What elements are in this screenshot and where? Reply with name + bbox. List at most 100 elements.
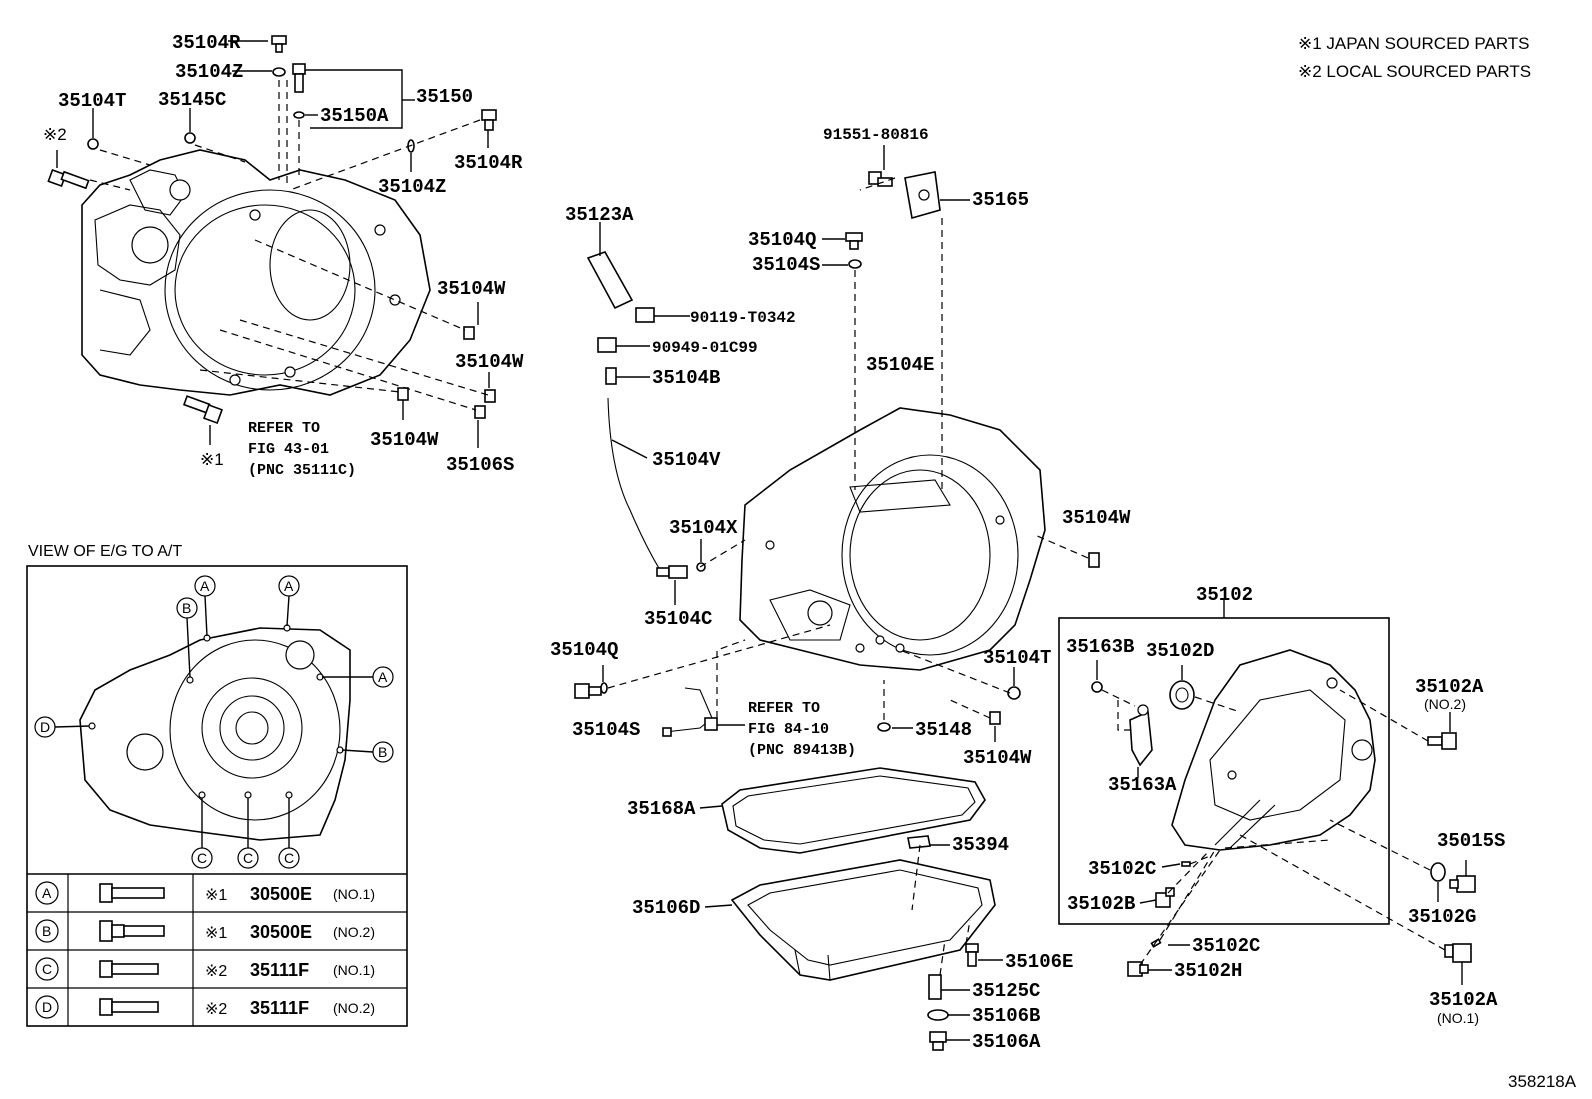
label-35148: 35148 xyxy=(915,719,972,741)
view-callout-c-2: C xyxy=(237,847,259,869)
label-35106d: 35106D xyxy=(632,897,700,919)
label-35104t-bottom: 35104T xyxy=(983,647,1051,669)
label-35102: 35102 xyxy=(1196,584,1253,606)
svg-text:(NO.1): (NO.1) xyxy=(333,962,375,978)
pin-35104w-e xyxy=(989,711,1001,725)
connector-90949 xyxy=(597,337,617,353)
svg-text:A: A xyxy=(378,669,388,685)
bolt-35102a-no1 xyxy=(1444,943,1472,963)
transaxle-housing-front xyxy=(81,149,431,396)
svg-text:B: B xyxy=(378,744,387,760)
svg-text:(NO.1): (NO.1) xyxy=(333,886,375,902)
plug-35150 xyxy=(292,63,306,93)
ref1-line1: REFER TO xyxy=(248,420,320,437)
label-35104e: 35104E xyxy=(866,354,934,376)
svg-text:30500E: 30500E xyxy=(250,922,312,942)
union-35104b xyxy=(605,367,617,385)
label-35106s: 35106S xyxy=(446,454,514,476)
ref2-line2: FIG 84-10 xyxy=(748,721,829,738)
gasket-35106b xyxy=(927,1009,949,1021)
view-callout-a-2: A xyxy=(278,575,300,597)
view-housing xyxy=(79,624,351,841)
ref1-line3: (PNC 35111C) xyxy=(248,462,356,479)
view-title: VIEW OF E/G TO A/T xyxy=(28,543,182,560)
label-90949-01c99: 90949-01C99 xyxy=(652,339,758,357)
magnet-35394 xyxy=(907,835,931,849)
ref1-line2: FIG 43-01 xyxy=(248,441,329,458)
svg-text:B: B xyxy=(42,923,51,939)
oring-35104t-top xyxy=(87,138,99,150)
label-35102d: 35102D xyxy=(1146,640,1214,662)
label-35104w-b: 35104W xyxy=(455,351,524,373)
speed-sensor-harness xyxy=(662,687,718,737)
label-35104c: 35104C xyxy=(644,608,712,630)
label-35104w-a: 35104W xyxy=(437,278,506,300)
label-35104s-top: 35104S xyxy=(752,254,820,276)
bolt-mark1-bottom xyxy=(182,395,223,424)
label-35163b: 35163B xyxy=(1066,636,1134,658)
svg-text:C: C xyxy=(197,850,207,866)
svg-text:A: A xyxy=(42,885,52,901)
pin-35106s xyxy=(474,405,486,419)
oring-35148 xyxy=(877,722,891,732)
label-35104w-c: 35104W xyxy=(370,429,439,451)
svg-text:※1: ※1 xyxy=(205,925,227,942)
svg-text:D: D xyxy=(40,719,50,735)
ref2-line3: (PNC 89413B) xyxy=(748,742,856,759)
view-callout-b-1: B xyxy=(176,597,198,619)
figure-id: 358218A xyxy=(1508,1072,1577,1091)
label-35104v: 35104V xyxy=(652,449,721,471)
label-35125c: 35125C xyxy=(972,980,1040,1002)
tube-35125c xyxy=(928,974,942,1000)
gasket-35168a xyxy=(721,767,986,854)
oring-35145c xyxy=(184,132,196,144)
label-35104x: 35104X xyxy=(669,517,738,539)
label-35104s-bottom: 35104S xyxy=(572,719,640,741)
bolt-35104r-top xyxy=(271,35,287,53)
label-35104t-top: 35104T xyxy=(58,90,126,112)
label-35102c-a: 35102C xyxy=(1088,858,1156,880)
label-35106e: 35106E xyxy=(1005,951,1073,973)
bolt-mark2-top xyxy=(47,168,90,190)
label-35015s: 35015S xyxy=(1437,830,1505,852)
bolt-35104q-top xyxy=(845,232,863,250)
svg-text:C: C xyxy=(42,961,52,977)
svg-text:※2: ※2 xyxy=(205,1001,227,1018)
label-35104q-bottom: 35104Q xyxy=(550,639,618,661)
view-callout-c-1: C xyxy=(191,847,213,869)
hose-35104v xyxy=(607,397,661,571)
bolt-35102b xyxy=(1155,887,1175,908)
svg-text:C: C xyxy=(243,850,253,866)
oring-35150a xyxy=(293,111,305,119)
label-35104w-e: 35104W xyxy=(963,747,1032,769)
svg-text:(NO.2): (NO.2) xyxy=(333,924,375,940)
oring-35104s-top xyxy=(848,259,862,269)
note-local-sourced: ※2 LOCAL SOURCED PARTS xyxy=(1298,62,1531,81)
label-35123a: 35123A xyxy=(565,204,634,226)
mark-1-bottom: ※1 xyxy=(200,450,224,469)
bolt-table-row-b: B ※1 30500E (NO.2) xyxy=(35,919,375,943)
label-35102b: 35102B xyxy=(1067,893,1135,915)
transaxle-case-center xyxy=(739,407,1046,671)
pin-35104w-d xyxy=(1088,552,1100,568)
label-35102a-no2: 35102A xyxy=(1415,676,1484,698)
plug-35106e xyxy=(965,943,979,967)
lever-35163a xyxy=(1129,704,1153,767)
bracket-35165 xyxy=(904,171,941,220)
svg-text:(NO.2): (NO.2) xyxy=(333,1000,375,1016)
label-35163a: 35163A xyxy=(1108,774,1177,796)
union-35104c xyxy=(656,565,688,579)
view-frame xyxy=(26,565,408,1027)
svg-text:30500E: 30500E xyxy=(250,884,312,904)
pin-35104w-b xyxy=(484,389,496,403)
oring-35104s-bottom xyxy=(600,682,608,694)
label-91551-80816: 91551-80816 xyxy=(823,126,929,144)
view-callout-b-2: B xyxy=(372,741,394,763)
label-35104q-top: 35104Q xyxy=(748,229,816,251)
svg-text:A: A xyxy=(200,578,210,594)
label-35145c: 35145C xyxy=(158,89,226,111)
pin-35104w-c xyxy=(397,387,409,401)
svg-text:D: D xyxy=(42,999,52,1015)
label-35102a-no1: 35102A xyxy=(1429,989,1498,1011)
